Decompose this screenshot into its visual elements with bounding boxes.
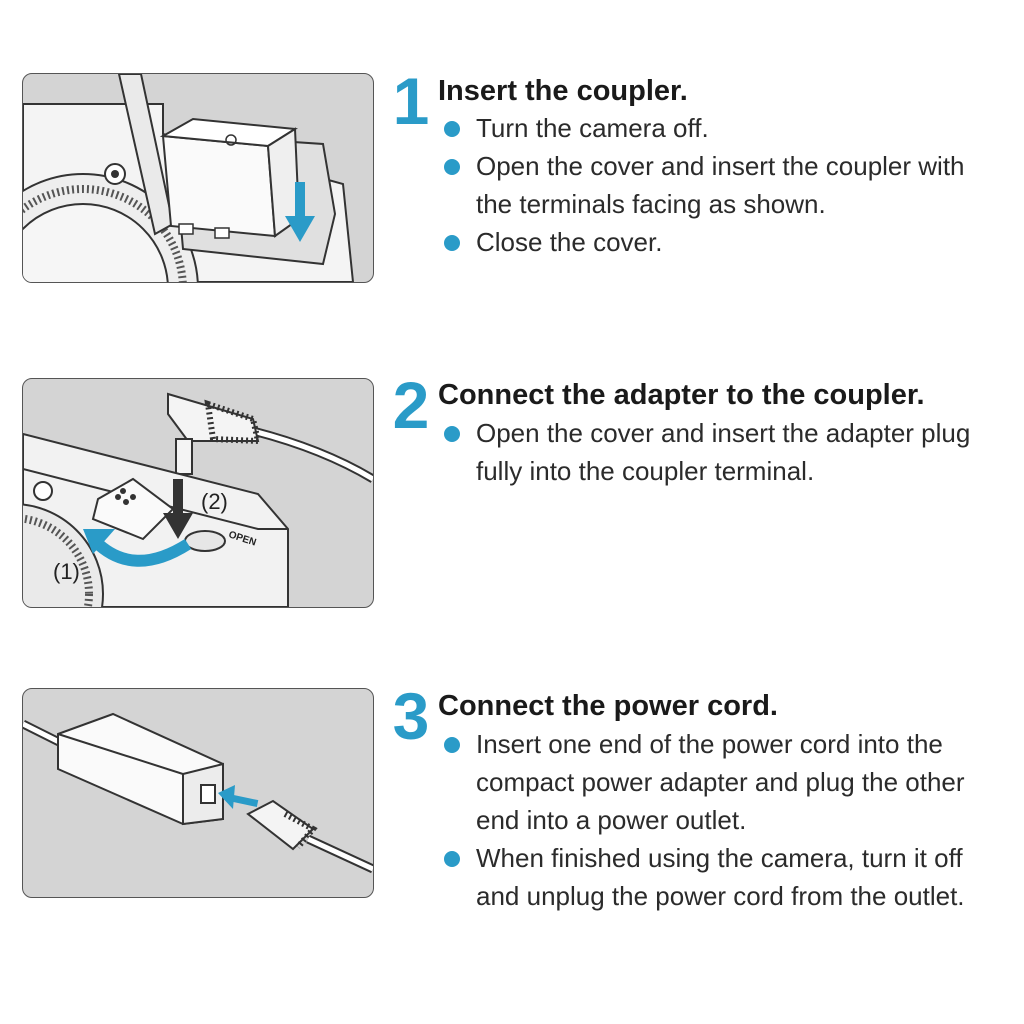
list-item: Open the cover and insert the coupler wi…	[438, 147, 998, 223]
list-item: Open the cover and insert the adapter pl…	[438, 414, 978, 490]
step-number: 2	[392, 368, 430, 442]
list-item: Insert one end of the power cord into th…	[438, 725, 1008, 839]
bullet-dot-icon	[444, 235, 460, 251]
adapter-plug-icon: (2) (1) OPEN	[23, 392, 373, 607]
step-number: 1	[392, 64, 430, 138]
coupler-insert-figure	[22, 73, 374, 283]
label-step-2: (2)	[201, 489, 228, 514]
bullet-dot-icon	[444, 159, 460, 175]
list-item: When finished using the camera, turn it …	[438, 839, 1008, 915]
step-title: Insert the coupler.	[438, 75, 688, 107]
bullet-dot-icon	[444, 737, 460, 753]
adapter-plug-figure: (2) (1) OPEN	[22, 378, 374, 608]
list-item: Close the cover.	[438, 223, 998, 261]
step-title: Connect the adapter to the coupler.	[438, 379, 925, 411]
power-adapter-figure	[22, 688, 374, 898]
step-bullets: Insert one end of the power cord into th…	[438, 725, 1008, 915]
bullet-dot-icon	[444, 851, 460, 867]
step-bullets: Turn the camera off. Open the cover and …	[438, 109, 998, 261]
step-title: Connect the power cord.	[438, 690, 778, 722]
power-adapter-icon	[23, 712, 373, 874]
bullet-dot-icon	[444, 121, 460, 137]
list-item: Turn the camera off.	[438, 109, 998, 147]
coupler-insert-icon	[23, 74, 355, 282]
bullet-dot-icon	[444, 426, 460, 442]
label-step-1: (1)	[53, 559, 80, 584]
step-bullets: Open the cover and insert the adapter pl…	[438, 414, 978, 490]
step-number: 3	[392, 679, 430, 753]
